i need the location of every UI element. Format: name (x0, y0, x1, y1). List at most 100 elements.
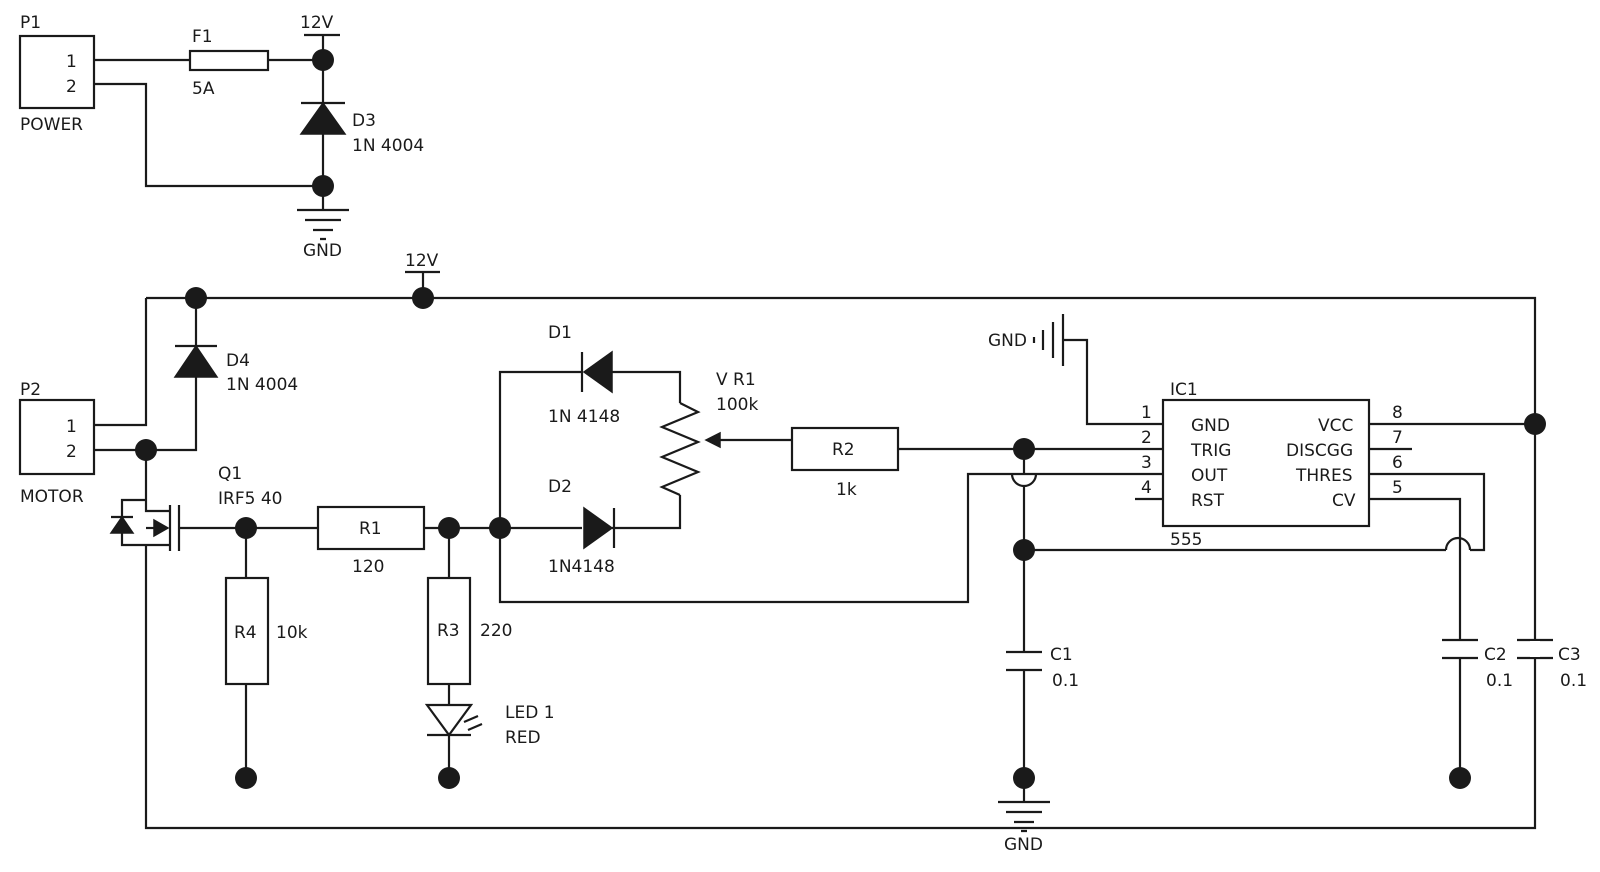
r3-ref: R3 (437, 621, 460, 641)
d4-ref: D4 (226, 351, 250, 371)
c3-ref: C3 (1558, 645, 1581, 665)
pin-name: TRIG (1190, 441, 1231, 461)
pin-num: 7 (1392, 428, 1403, 448)
led-ref: LED 1 (505, 703, 555, 723)
pin-num: 4 (1141, 478, 1152, 498)
junction-dot (412, 287, 434, 309)
r2-body (790, 426, 900, 472)
r4-value: 10k (276, 623, 308, 643)
c1-value: 0.1 (1052, 671, 1079, 691)
wire (498, 370, 1163, 604)
f1-value: 5A (192, 79, 215, 99)
p2-pin-1: 1 (66, 417, 77, 437)
c1-ref: C1 (1050, 645, 1073, 665)
pin-num: 6 (1392, 453, 1403, 473)
resistor-r3: R3 220 (426, 576, 512, 686)
pin-name: DISCGG (1286, 441, 1353, 461)
capacitor-c3: C3 0.1 (1517, 638, 1587, 691)
wiper-arrow-icon (704, 431, 721, 449)
r4-ref: R4 (234, 623, 257, 643)
ground-icon (998, 778, 1050, 833)
pin-name: OUT (1191, 466, 1228, 486)
ic1-part: 555 (1170, 530, 1202, 550)
pin-name: GND (1191, 416, 1230, 436)
wire-12v-rail (144, 296, 1537, 830)
d4-value: 1N 4004 (226, 375, 298, 395)
p2-body (18, 398, 96, 476)
supply-label-main: 12V (405, 251, 439, 271)
pin-name: THRES (1295, 466, 1353, 486)
resistor-r4: R4 10k (224, 576, 308, 686)
junction-dot (135, 439, 157, 461)
ground-symbol-main: GND (998, 778, 1050, 855)
diode-d4-triangle (173, 344, 219, 378)
ground-icon (1032, 314, 1163, 426)
resistor-r1: R1 120 (316, 505, 426, 577)
capacitor-c1: C1 0.1 (1006, 645, 1079, 691)
diode-d3-triangle (299, 101, 347, 135)
fuse-f1: F1 5A (188, 27, 270, 99)
crossover-hop (1010, 473, 1038, 488)
diode-d1: D1 1N 4148 (548, 323, 620, 427)
pin-num: 3 (1141, 453, 1152, 473)
d3-value: 1N 4004 (352, 136, 424, 156)
ic1-555: IC1 555 1 GND 2 TRIG 3 OUT 4 RST 8 VCC 7… (1135, 380, 1535, 640)
c2-ref: C2 (1484, 645, 1507, 665)
ground-symbol-power: GND (297, 186, 349, 261)
r1-value: 120 (352, 557, 384, 577)
pin-name: VCC (1318, 416, 1353, 436)
wire (1024, 472, 1486, 552)
p1-connector: P1 1 2 POWER (18, 13, 96, 135)
r1-ref: R1 (359, 519, 382, 539)
gnd-label-bottom: GND (1004, 835, 1043, 855)
power-section: P1 1 2 POWER F1 5A 12V D3 1N 4004 (18, 13, 424, 261)
d2-value: 1N4148 (548, 557, 615, 577)
ic1-body (1161, 398, 1371, 528)
q1-ref: Q1 (218, 464, 242, 484)
p2-pin-2: 2 (66, 442, 77, 462)
mosfet-gate (177, 505, 246, 551)
junction-dot (1524, 413, 1546, 435)
r4-body (224, 576, 270, 686)
p2-connector: P2 1 2 MOTOR (18, 380, 96, 507)
r3-body (426, 576, 472, 686)
led-triangle (424, 703, 474, 737)
main-section: 12V P2 1 2 MOTOR D4 1N 4004 Q1 IRF5 40 (18, 251, 1587, 855)
led-1: LED 1 RED (424, 703, 555, 748)
fuse-body (188, 49, 270, 72)
d1-ref: D1 (548, 323, 572, 343)
junction-dot (235, 767, 257, 789)
r2-ref: R2 (832, 440, 855, 460)
p1-body (18, 34, 96, 110)
supply-label: 12V (300, 13, 334, 33)
ground-symbol-ic: GND (988, 314, 1163, 426)
p1-pin-1: 1 (66, 52, 77, 72)
p1-ref: P1 (20, 13, 41, 33)
c3-gap (1530, 641, 1540, 657)
pin-num: 1 (1141, 403, 1152, 423)
led-light-icon (463, 714, 483, 732)
d1-value: 1N 4148 (548, 407, 620, 427)
mosfet-q1: Q1 IRF5 40 (109, 464, 282, 551)
vr1-zigzag (659, 402, 701, 497)
diode-d4: D4 1N 4004 (173, 344, 298, 395)
p2-ref: P2 (20, 380, 41, 400)
r1-body (316, 505, 426, 551)
diode-d2-triangle (583, 506, 614, 550)
ground-icon (297, 186, 349, 241)
pin-num: 8 (1392, 403, 1403, 423)
pin-num: 2 (1141, 428, 1152, 448)
vr1-value: 100k (716, 395, 758, 415)
gnd-label: GND (303, 241, 342, 261)
p1-name: POWER (20, 115, 83, 135)
wire (144, 500, 170, 513)
right-pin-wires (1369, 422, 1535, 640)
diode-d3: D3 1N 4004 (299, 60, 424, 186)
wire-motor (94, 298, 198, 500)
c2-value: 0.1 (1486, 671, 1513, 691)
q1-value: IRF5 40 (218, 489, 282, 509)
c3-value: 0.1 (1560, 671, 1587, 691)
pin-name: CV (1332, 491, 1356, 511)
potentiometer-vr1: V R1 100k (659, 370, 792, 497)
